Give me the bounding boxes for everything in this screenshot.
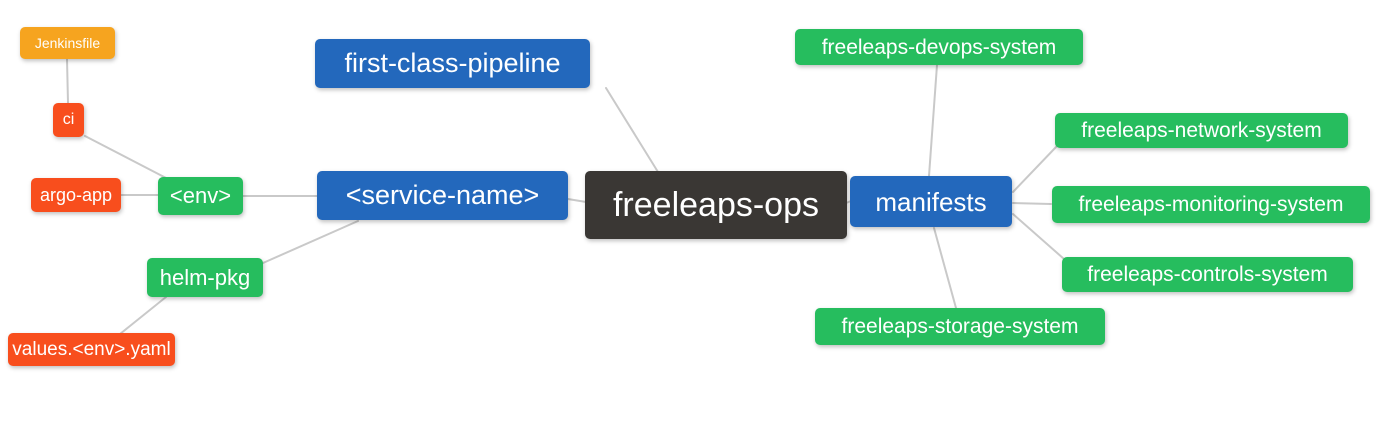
edge-manifests-to-freeleaps-monitoring-system: [1012, 202, 1052, 205]
edge-manifests-to-freeleaps-network-system: [1012, 145, 1058, 193]
edge-helm-pkg-to-values-env-yaml: [119, 296, 167, 335]
node-service-name[interactable]: <service-name>: [317, 171, 568, 220]
edge-manifests-to-freeleaps-controls-system: [1012, 213, 1065, 260]
node-ci[interactable]: ci: [53, 103, 84, 137]
node-jenkinsfile[interactable]: Jenkinsfile: [20, 27, 115, 59]
edge-ci-to-jenkinsfile: [66, 58, 69, 104]
node-helm-pkg[interactable]: helm-pkg: [147, 258, 263, 297]
edge-manifests-to-freeleaps-devops-system: [928, 64, 938, 177]
node-freeleaps-devops-system[interactable]: freeleaps-devops-system: [795, 29, 1083, 65]
edge-freeleaps-ops-to-first-class-pipeline: [605, 87, 659, 173]
edge-env-to-ci: [84, 135, 169, 180]
edge-service-name-to-helm-pkg: [262, 220, 359, 264]
node-argo-app[interactable]: argo-app: [31, 178, 121, 212]
node-first-class-pipeline[interactable]: first-class-pipeline: [315, 39, 590, 88]
node-manifests[interactable]: manifests: [850, 176, 1012, 227]
node-freeleaps-ops[interactable]: freeleaps-ops: [585, 171, 847, 239]
node-freeleaps-storage-system[interactable]: freeleaps-storage-system: [815, 308, 1105, 345]
node-freeleaps-monitoring-system[interactable]: freeleaps-monitoring-system: [1052, 186, 1370, 223]
node-freeleaps-controls-system[interactable]: freeleaps-controls-system: [1062, 257, 1353, 292]
node-env[interactable]: <env>: [158, 177, 243, 215]
edge-freeleaps-ops-to-service-name: [567, 198, 587, 203]
edge-manifests-to-freeleaps-storage-system: [933, 227, 957, 309]
node-values-env-yaml[interactable]: values.<env>.yaml: [8, 333, 175, 366]
node-freeleaps-network-system[interactable]: freeleaps-network-system: [1055, 113, 1348, 148]
